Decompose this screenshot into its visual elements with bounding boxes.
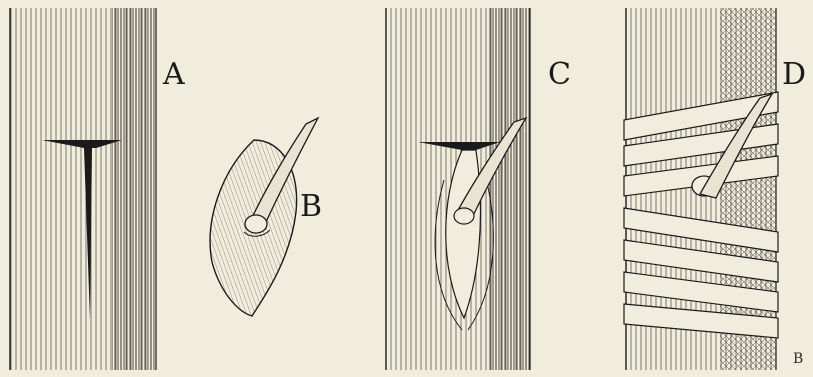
- label-c: C: [548, 60, 571, 90]
- label-a: A: [163, 60, 185, 90]
- figure-a-stem: [10, 8, 156, 370]
- figure-d-tied-bud: [624, 8, 778, 370]
- engraver-mark: B: [793, 352, 803, 366]
- figure-c-inserted-bud: [386, 8, 530, 370]
- label-b: B: [300, 192, 322, 222]
- label-d: D: [782, 60, 806, 90]
